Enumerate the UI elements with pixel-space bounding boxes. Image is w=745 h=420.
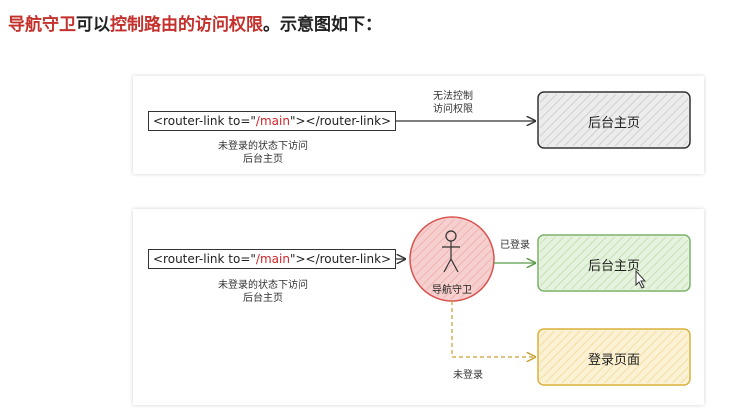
- diagram-panel-1: <router-link to="/main"></router-link> 无…: [133, 76, 704, 174]
- below-note-1: 未登录的状态下访问 后台主页: [203, 140, 323, 166]
- heading: 导航守卫可以控制路由的访问权限。示意图如下：: [8, 10, 382, 35]
- heading-highlight: 控制路由的访问权限: [110, 15, 263, 35]
- diagram-panel-2: <router-link to="/main"></router-link> 未…: [133, 209, 704, 405]
- heading-middle: 可以: [76, 15, 110, 35]
- diagram-1-svg: [375, 91, 691, 149]
- code-suffix-2: "></router-link>: [289, 252, 392, 266]
- guard-label: 导航守卫: [432, 285, 472, 296]
- code-prefix-1: <router-link to=": [153, 114, 256, 128]
- below-note-2-line2: 后台主页: [243, 293, 283, 304]
- below-note-2-line1: 未登录的状态下访问: [218, 280, 308, 291]
- code-suffix-1: "></router-link>: [289, 114, 392, 128]
- code-prefix-2: <router-link to=": [153, 252, 256, 266]
- heading-suffix: 。示意图如下：: [263, 15, 382, 35]
- below-note-1-line1: 未登录的状态下访问: [218, 141, 308, 152]
- heading-prefix: 导航守卫: [8, 15, 76, 35]
- mouse-cursor-icon: [635, 269, 647, 289]
- target-main-label-2: 后台主页: [587, 259, 640, 274]
- person-icon: [442, 230, 460, 273]
- arrow-note-line2: 访问权限: [433, 104, 473, 115]
- not-logged-in-label: 未登录: [453, 370, 483, 381]
- code-route-1: /main: [255, 114, 290, 128]
- diagram-2-svg: [377, 216, 691, 386]
- target-main-label-1: 后台主页: [587, 116, 640, 131]
- arrow-note-1: 无法控制 访问权限: [423, 90, 483, 116]
- arrow-not-logged-in: [451, 301, 535, 357]
- logged-in-label: 已登录: [500, 240, 530, 251]
- below-note-1-line2: 后台主页: [243, 154, 283, 165]
- below-note-2: 未登录的状态下访问 后台主页: [203, 279, 323, 305]
- router-link-code-1: <router-link to="/main"></router-link>: [148, 111, 397, 131]
- router-link-code-2: <router-link to="/main"></router-link>: [148, 249, 397, 269]
- code-route-2: /main: [255, 252, 290, 266]
- arrow-note-line1: 无法控制: [433, 91, 473, 102]
- target-login-label: 登录页面: [587, 353, 640, 368]
